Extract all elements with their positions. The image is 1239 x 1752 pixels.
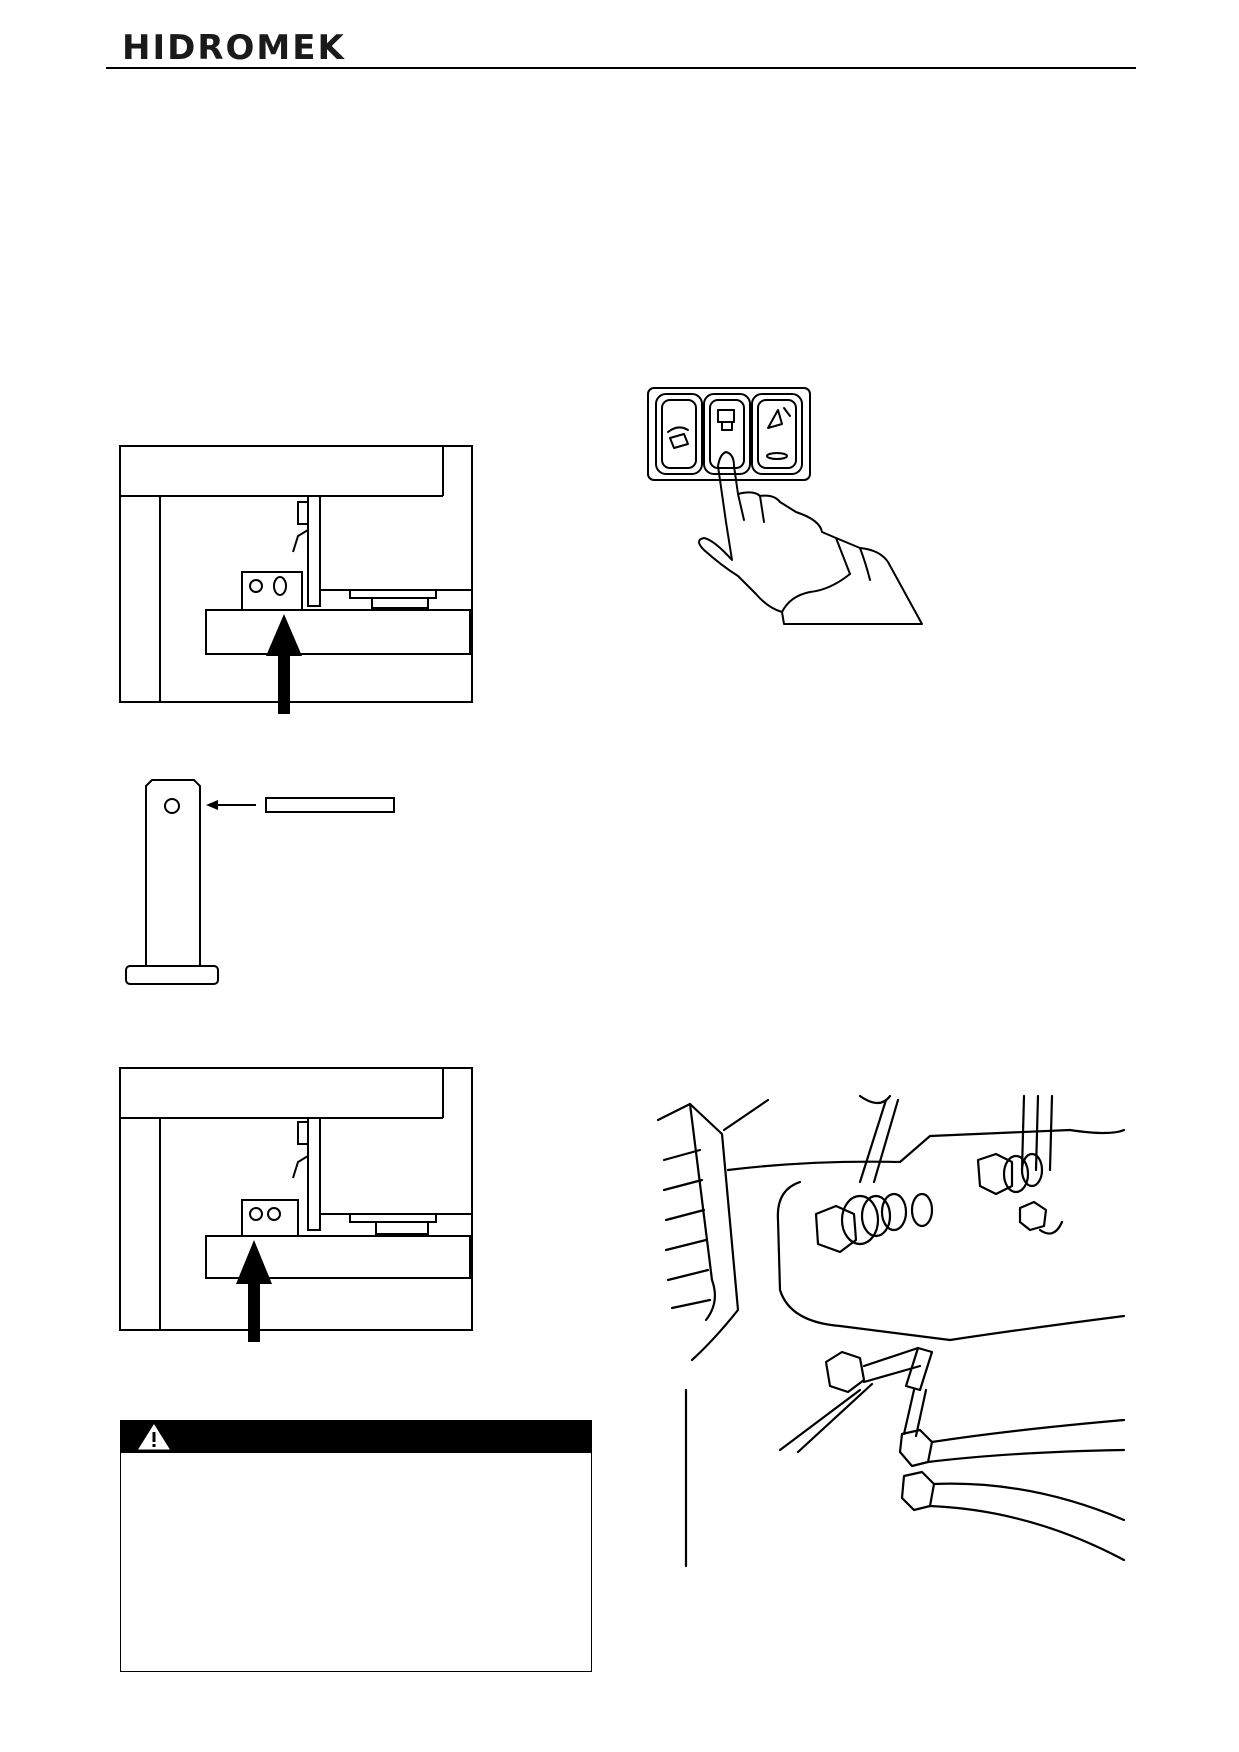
- hidromek-logo: HIDROMEK: [122, 28, 346, 68]
- header-rule: [106, 67, 1136, 69]
- warning-triangle-icon: [138, 1424, 170, 1450]
- bracket-diagram-top: [119, 445, 473, 714]
- rocker-switch-panel-illustration: [647, 387, 923, 625]
- clevis-pin-diagram: [125, 779, 395, 985]
- logo-text: HIDROMEK: [122, 28, 346, 68]
- warning-header-bar: [121, 1421, 591, 1453]
- warning-box: [120, 1420, 592, 1672]
- bracket-diagram-bottom: [119, 1067, 473, 1342]
- hydraulic-fittings-illustration: [656, 1094, 1126, 1568]
